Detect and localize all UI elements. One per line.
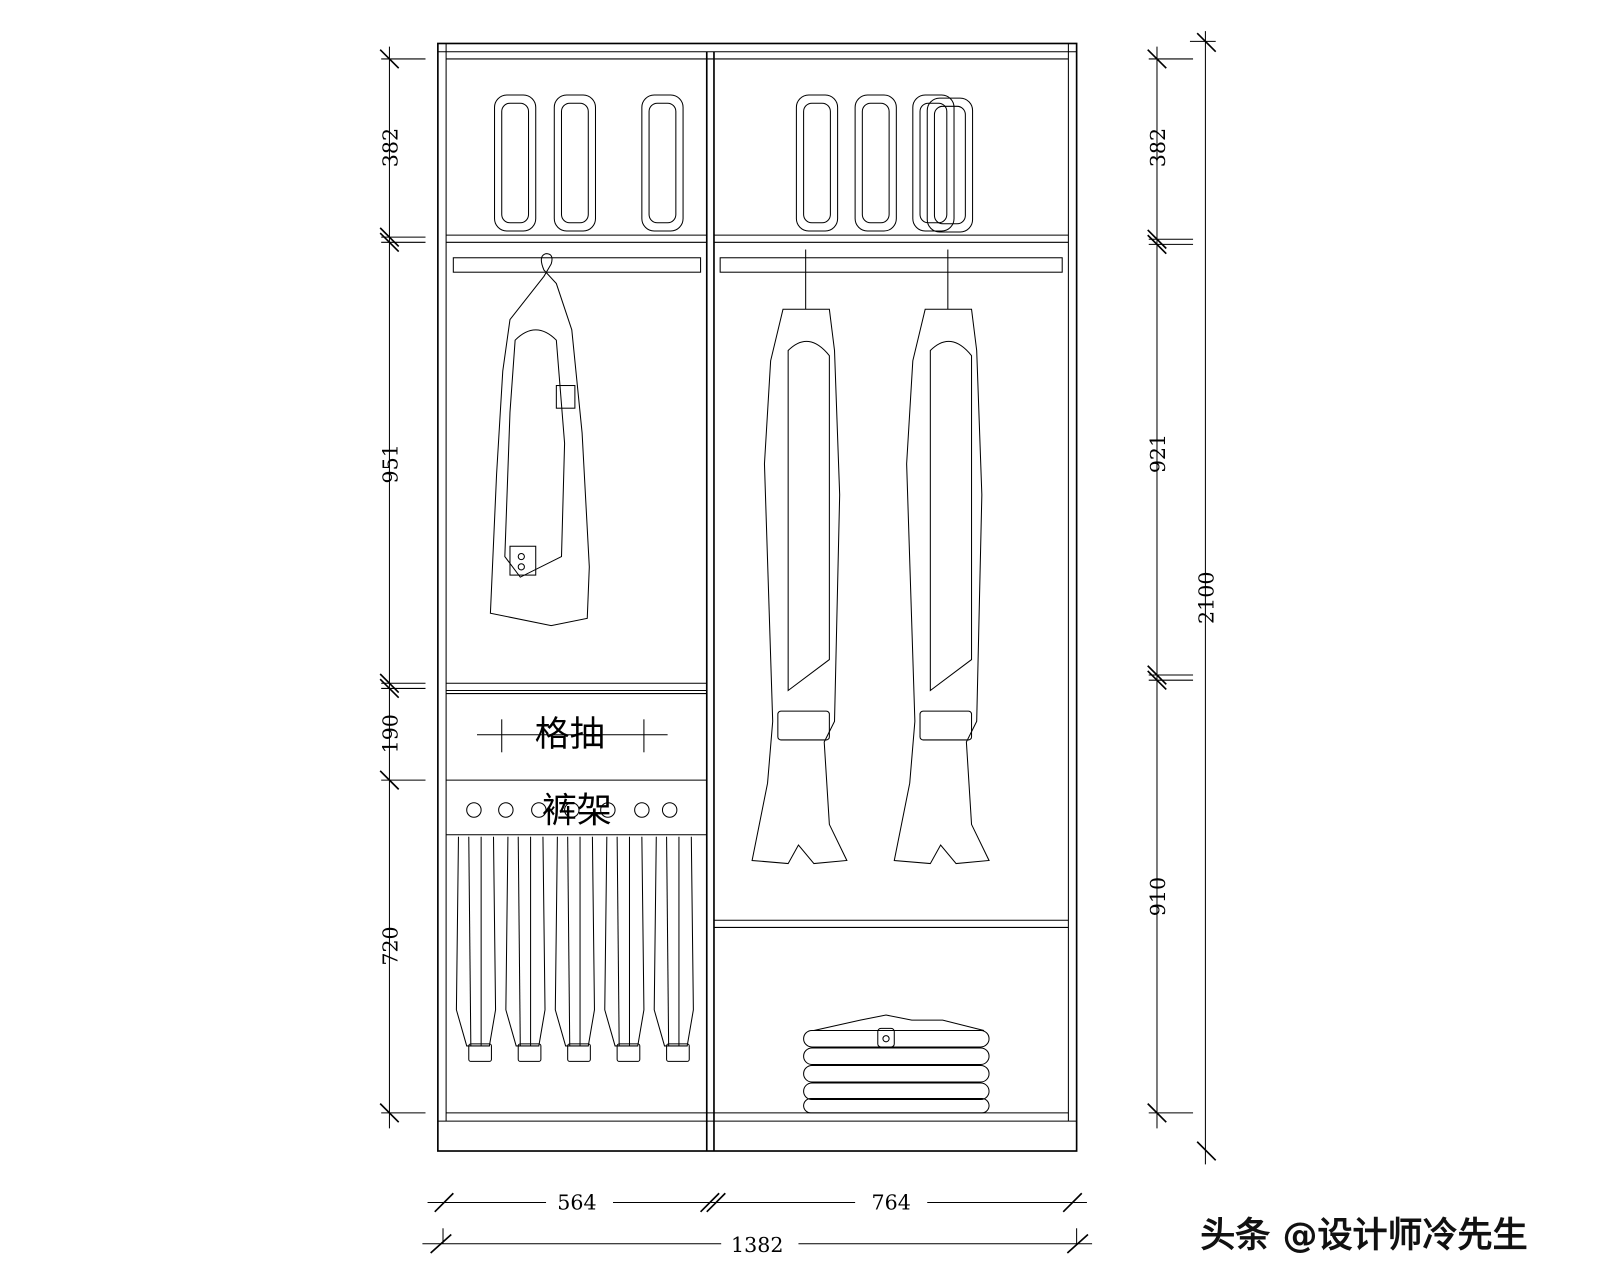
bin-outer: [926, 97, 974, 233]
hanging-trousers: [751, 249, 990, 865]
dim-left-1: 382: [379, 128, 403, 167]
bin-inner: [933, 105, 966, 225]
trouser-fold: [787, 340, 830, 692]
trouser-cuff: [919, 710, 973, 741]
rack-hole: [498, 802, 514, 818]
dim-right-2: 921: [1146, 434, 1170, 473]
cabinet-frame: [437, 42, 1078, 1152]
rack-hole: [661, 802, 678, 818]
trouser-outline: [604, 836, 645, 1047]
bottom-dimension-chain: 564 764: [427, 1191, 1087, 1215]
storage-bin: [641, 94, 684, 232]
trouser-cuff: [468, 1043, 492, 1062]
dim-left-2: 951: [379, 444, 403, 483]
storage-bin: [494, 94, 537, 232]
trouser-cuff: [616, 1043, 641, 1062]
bin-inner: [803, 102, 831, 224]
trouser: [604, 836, 645, 1062]
trouser-outline: [554, 836, 595, 1047]
hanging-rail: [452, 257, 1063, 273]
left-middle-shelf: [446, 682, 707, 691]
trouser-crease: [567, 836, 571, 1046]
trouser-crease: [616, 836, 620, 1046]
rack-hole: [634, 802, 650, 818]
trouser-outline: [751, 308, 848, 865]
rack-hole: [564, 802, 580, 818]
trouser-cuff: [567, 1043, 591, 1062]
bin-outer: [795, 94, 839, 232]
rack-hole: [466, 802, 482, 818]
bin-inner: [560, 102, 589, 224]
bin-outer: [553, 94, 597, 232]
top-shelf: [446, 234, 1069, 243]
folded-shirts: [803, 1014, 990, 1114]
bin-outer: [494, 94, 537, 232]
bin-outer: [912, 94, 955, 232]
dim-right-1: 382: [1146, 128, 1170, 167]
trouser: [554, 836, 595, 1062]
trouser: [455, 836, 497, 1062]
dim-left-3: 190: [379, 714, 403, 753]
bin-inner: [861, 102, 890, 224]
storage-bin: [795, 94, 839, 232]
trouser-rack-label: 裤架: [542, 790, 612, 831]
trouser-crease: [468, 836, 472, 1046]
hanging-trouser: [893, 249, 990, 865]
dim-bottom-right: 764: [872, 1191, 911, 1215]
trouser-cuff: [666, 1043, 690, 1062]
trouser-outline: [893, 308, 990, 865]
right-lower-shelf: [713, 919, 1069, 928]
dim-total-height: 2100: [1195, 572, 1219, 624]
trouser-outline: [455, 836, 497, 1047]
trouser-crease: [517, 836, 521, 1046]
total-width-dimension: 1382: [422, 1228, 1093, 1257]
bin-outer: [854, 94, 897, 232]
total-height-dimension: 2100: [1189, 31, 1219, 1165]
bin-inner: [501, 102, 530, 224]
trouser-cuff: [517, 1043, 542, 1062]
bin-inner: [648, 102, 677, 224]
storage-bin: [912, 94, 955, 232]
trouser-rack: 裤架: [446, 790, 707, 1062]
storage-bin: [854, 94, 897, 232]
dim-total-width: 1382: [731, 1233, 783, 1257]
trouser: [653, 836, 694, 1062]
dim-bottom-left: 564: [557, 1191, 596, 1215]
drawer-label: 格抽: [535, 714, 605, 755]
right-dimension-chain: 382 921 910: [1146, 46, 1194, 1129]
storage-bin: [553, 94, 597, 232]
jacket-on-hanger: [489, 253, 590, 627]
rack-hole: [600, 802, 616, 818]
trouser-outline: [653, 836, 694, 1047]
dim-left-4: 720: [379, 926, 403, 965]
drawer: 格抽: [446, 693, 707, 781]
left-dimension-chain: 382 951 190 720: [379, 46, 426, 1129]
rack-hole: [531, 802, 547, 818]
hanging-trouser: [751, 249, 848, 865]
bin-outer: [641, 94, 684, 232]
trouser: [505, 836, 546, 1062]
trouser-cuff: [777, 710, 830, 741]
trouser-outline: [505, 836, 546, 1047]
watermark: 头条 @设计师冷先生: [1200, 1215, 1527, 1256]
dim-right-3: 910: [1146, 877, 1170, 916]
storage-bins: [494, 94, 974, 233]
bin-inner: [919, 102, 948, 224]
trouser-fold: [929, 340, 973, 692]
trouser-crease: [666, 836, 670, 1046]
